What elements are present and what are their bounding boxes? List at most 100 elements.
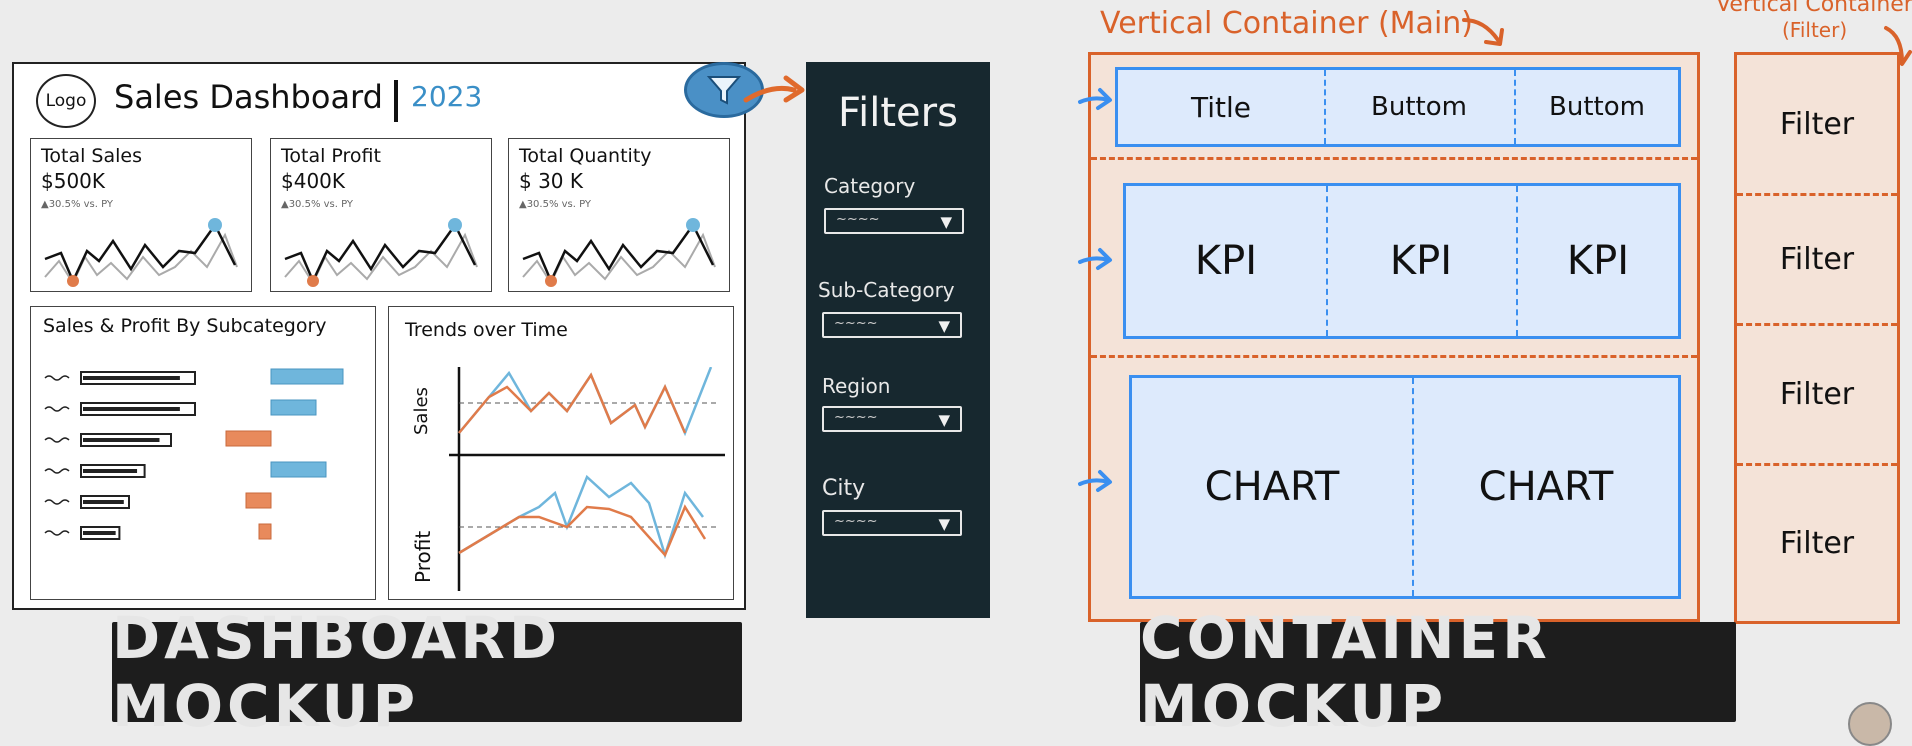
- trend-lines-svg: [449, 367, 725, 591]
- kpi-sparkline: [284, 218, 478, 287]
- kpi-delta: ▲30.5% vs. PY: [519, 199, 592, 210]
- kpi-delta: ▲30.5% vs. PY: [281, 199, 354, 210]
- container-mockup-banner: CONTAINER MOCKUP: [1140, 604, 1736, 740]
- trends-line-chart-card: Trends over Time Sales Profit: [388, 306, 734, 600]
- dropdown-placeholder: ~~~~: [834, 514, 878, 529]
- filter-label-city: City: [822, 476, 866, 501]
- container-filter-2: Filter: [1779, 241, 1855, 277]
- filter-separator: [1737, 193, 1897, 196]
- container-filter-1: Filter: [1779, 106, 1855, 142]
- main-label-arrow-icon: [1462, 18, 1504, 46]
- vertical-container-filter-label-2: (Filter): [1782, 18, 1848, 42]
- dashboard-title: Sales Dashboard: [114, 78, 383, 116]
- subcategory-bar-chart-card: Sales & Profit By Subcategory: [30, 306, 376, 600]
- sales-bar-fill: [83, 469, 138, 473]
- chevron-down-icon: ▼: [938, 411, 950, 429]
- cell-divider: [1516, 186, 1518, 336]
- bar-chart-svg: [44, 368, 344, 540]
- bar-category-label: [44, 437, 70, 443]
- bar-category-label: [44, 468, 70, 474]
- profit-bar: [258, 523, 272, 540]
- dropdown-placeholder: ~~~~: [836, 212, 880, 227]
- profit-bar: [270, 461, 327, 478]
- kpi-card-quantity: Total Quantity $ 30 K ▲30.5% vs. PY: [508, 138, 730, 292]
- kpi-value: $ 30 K: [519, 169, 584, 193]
- filter-funnel-icon[interactable]: [684, 62, 764, 118]
- bar-chart-title: Sales & Profit By Subcategory: [43, 315, 327, 337]
- cell-divider: [1324, 70, 1326, 144]
- row-separator: [1091, 157, 1697, 160]
- container-filter-4: Filter: [1779, 525, 1855, 561]
- cell-chart-2: CHART: [1478, 464, 1614, 510]
- container-row-kpi: KPI KPI KPI: [1123, 183, 1681, 339]
- kpi-value: $400K: [281, 169, 346, 193]
- kpi-delta: ▲30.5% vs. PY: [41, 199, 114, 210]
- vertical-container-filter: Filter Filter Filter Filter: [1734, 52, 1900, 624]
- dropdown-category[interactable]: ~~~~ ▼: [824, 208, 964, 234]
- kpi-label: Total Quantity: [519, 145, 652, 167]
- cell-divider: [1412, 378, 1414, 596]
- dropdown-city[interactable]: ~~~~ ▼: [822, 510, 962, 536]
- cell-chart-1: CHART: [1204, 464, 1340, 510]
- arrow-row-1-icon: [1078, 88, 1112, 110]
- filter-separator: [1737, 323, 1897, 326]
- y-label-profit: Profit: [411, 530, 435, 583]
- sales-bar-fill: [83, 407, 180, 411]
- kpi-card-sales: Total Sales $500K ▲30.5% vs. PY: [30, 138, 252, 292]
- sales-bar-fill: [83, 438, 160, 442]
- container-row-charts: CHART CHART: [1129, 375, 1681, 599]
- filters-title: Filters: [838, 90, 958, 136]
- vertical-container-filter-label-1: Vertical Container: [1716, 0, 1912, 17]
- sales-bar-fill: [83, 500, 124, 504]
- filter-label-sub-category: Sub-Category: [818, 278, 955, 302]
- filter-label-category: Category: [824, 174, 916, 198]
- cell-kpi-2: KPI: [1389, 238, 1453, 284]
- profit-bar: [270, 399, 317, 416]
- orange-arrow-to-filters-icon: [743, 75, 805, 103]
- bar-category-label: [44, 406, 70, 412]
- dropdown-sub-category[interactable]: ~~~~ ▼: [822, 312, 962, 338]
- filter-label-region: Region: [822, 374, 891, 398]
- bar-category-label: [44, 530, 70, 536]
- bar-category-label: [44, 375, 70, 381]
- sales-bar-fill: [83, 376, 180, 380]
- kpi-label: Total Sales: [41, 145, 142, 167]
- cell-button-2: Buttom: [1549, 92, 1645, 122]
- row-separator: [1091, 355, 1697, 358]
- profit-bar: [225, 430, 272, 447]
- kpi-sparkline: [522, 218, 716, 287]
- dashboard-mockup-frame: Logo Sales Dashboard 2023 Total Sales $5…: [12, 62, 764, 610]
- vertical-container-main-label: Vertical Container (Main): [1100, 6, 1473, 41]
- chevron-down-icon: ▼: [938, 317, 950, 335]
- cell-kpi-1: KPI: [1194, 238, 1258, 284]
- arrow-row-3-icon: [1078, 470, 1112, 492]
- profit-bar: [270, 368, 344, 385]
- kpi-label: Total Profit: [281, 145, 381, 167]
- container-row-title: Title Buttom Buttom: [1115, 67, 1681, 147]
- chevron-down-icon: ▼: [940, 213, 952, 231]
- chevron-down-icon: ▼: [938, 515, 950, 533]
- cell-title: Title: [1190, 90, 1251, 124]
- dashboard-year: 2023: [411, 80, 483, 113]
- filter-separator: [1737, 463, 1897, 466]
- dropdown-region[interactable]: ~~~~ ▼: [822, 406, 962, 432]
- logo-circle: Logo: [36, 74, 96, 128]
- kpi-card-profit: Total Profit $400K ▲30.5% vs. PY: [270, 138, 492, 292]
- container-filter-3: Filter: [1779, 376, 1855, 412]
- vertical-container-main: Title Buttom Buttom KPI KPI KPI CHART CH…: [1088, 52, 1700, 622]
- logo-text: Logo: [45, 91, 87, 111]
- cell-button-1: Buttom: [1371, 92, 1467, 122]
- sales-bar-fill: [83, 531, 116, 535]
- title-divider: [394, 80, 398, 122]
- line-chart-title: Trends over Time: [405, 319, 568, 341]
- dashboard-mockup-banner: DASHBOARD MOCKUP: [112, 604, 742, 740]
- kpi-sparkline: [44, 218, 238, 287]
- cell-divider: [1514, 70, 1516, 144]
- cell-kpi-3: KPI: [1566, 238, 1630, 284]
- profit-bar: [245, 492, 272, 509]
- y-label-sales: Sales: [411, 387, 432, 435]
- cell-divider: [1326, 186, 1328, 336]
- kpi-value: $500K: [41, 169, 106, 193]
- arrow-row-2-icon: [1078, 248, 1112, 270]
- dropdown-placeholder: ~~~~: [834, 316, 878, 331]
